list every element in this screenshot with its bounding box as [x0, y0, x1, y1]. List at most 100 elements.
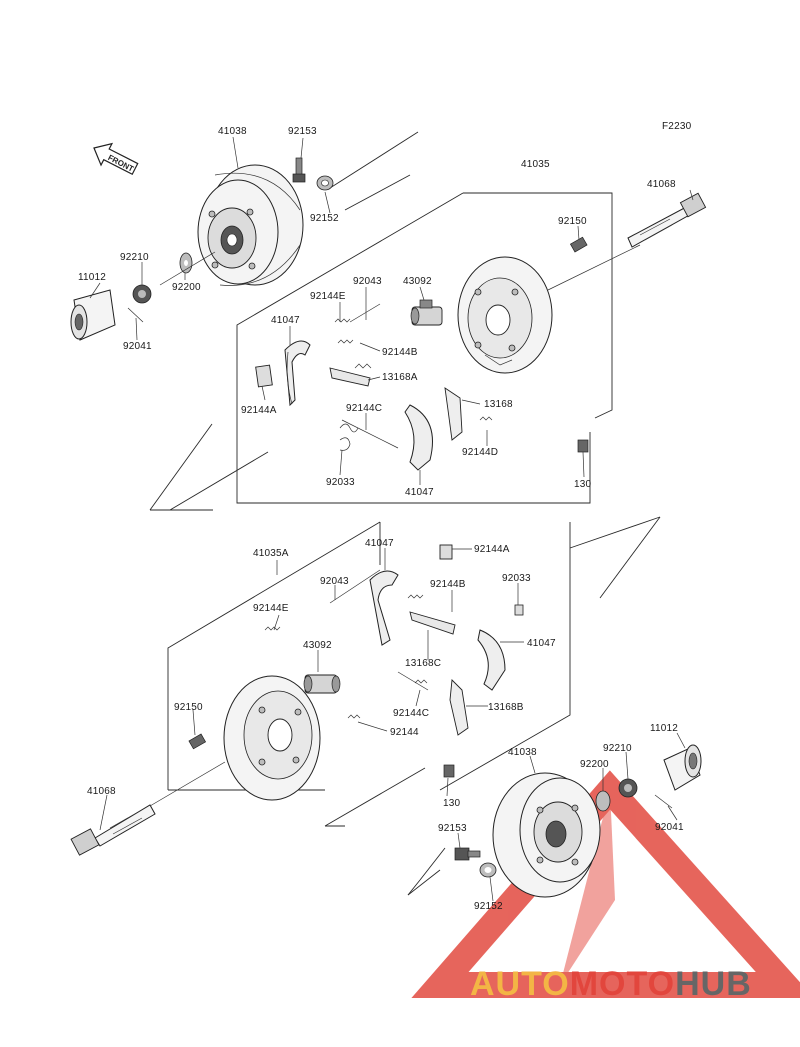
retainer-clip-bottom	[439, 544, 453, 560]
label-92144-bot: 92144	[390, 727, 419, 738]
label-92033-bot: 92033	[502, 573, 531, 584]
label-92144D: 92144D	[462, 447, 498, 458]
clip-92033-bottom	[514, 604, 524, 616]
label-41047-top-b: 41047	[405, 487, 434, 498]
label-92144B-bot: 92144B	[430, 579, 466, 590]
hub-cap-top	[70, 289, 116, 341]
springs-bottom	[264, 569, 429, 719]
watermark-logo	[411, 770, 800, 998]
label-92144B-top: 92144B	[382, 347, 418, 358]
label-92153-bot: 92153	[438, 823, 467, 834]
label-13168A: 13168A	[382, 372, 418, 383]
springs-top	[334, 303, 493, 449]
label-92144C-bot: 92144C	[393, 708, 429, 719]
label-92043-bot: 92043	[320, 576, 349, 587]
label-130-bot: 130	[443, 798, 461, 809]
washer-top	[179, 252, 193, 274]
nut-bottom	[479, 862, 497, 878]
adjuster-lever-bottom	[409, 611, 456, 635]
wheel-bolt-top	[292, 157, 306, 183]
label-130-top: 130	[574, 479, 592, 490]
brake-shoe-bottom-a	[369, 570, 399, 646]
label-41035A: 41035A	[253, 548, 289, 559]
label-92150-top: 92150	[558, 216, 587, 227]
label-92200-bot: 92200	[580, 759, 609, 770]
label-41038-bot: 41038	[508, 747, 537, 758]
label-92200-top: 92200	[172, 282, 201, 293]
bolt-130-top	[577, 439, 589, 453]
washer-bottom	[595, 790, 611, 812]
axle-centerline-top-right	[547, 244, 641, 291]
label-92144E-top: 92144E	[310, 291, 346, 302]
watermark-moto: MOTO	[570, 965, 675, 1003]
label-13168C: 13168C	[405, 658, 441, 669]
label-92210-top: 92210	[120, 252, 149, 263]
axle-shaft-bottom	[70, 804, 156, 856]
figure-code: F2230	[662, 121, 692, 132]
brake-shoe-top-b	[404, 404, 433, 471]
label-92144A-top: 92144A	[241, 405, 277, 416]
label-41038-top: 41038	[218, 126, 247, 137]
label-92210-bot: 92210	[603, 743, 632, 754]
label-41035: 41035	[521, 159, 550, 170]
lever-13168-top	[444, 387, 463, 441]
bolt-130-bottom	[443, 764, 455, 778]
leader-lines-top	[89, 136, 694, 485]
label-92043-top: 92043	[353, 276, 382, 287]
label-92033-top: 92033	[326, 477, 355, 488]
label-41047-bot-b: 41047	[527, 638, 556, 649]
label-92152-bot: 92152	[474, 901, 503, 912]
label-41047-bot-a: 41047	[365, 538, 394, 549]
axle-shaft-top	[627, 192, 707, 248]
label-41068-top: 41068	[647, 179, 676, 190]
label-41068-bot: 41068	[87, 786, 116, 797]
brake-drum-bottom	[492, 772, 601, 898]
label-13168-top: 13168	[484, 399, 513, 410]
brake-shoe-top-a	[284, 340, 311, 407]
label-13168B: 13168B	[488, 702, 524, 713]
label-43092-top: 43092	[403, 276, 432, 287]
wheel-cylinder-bottom	[303, 674, 341, 694]
bottom-group-outline	[167, 516, 661, 896]
svg-text:AUTOMOTOHUB: AUTOMOTOHUB	[470, 965, 752, 1003]
axle-centerline-top-left	[159, 251, 216, 286]
brake-shoe-bottom-b	[477, 629, 506, 691]
label-92144E-bot: 92144E	[253, 603, 289, 614]
cotter-pin-bottom	[654, 794, 673, 809]
watermark-hub: HUB	[675, 965, 752, 1003]
label-41047-top-a: 41047	[271, 315, 300, 326]
clip-92033-top	[339, 437, 351, 451]
top-group-outline	[149, 131, 613, 511]
brake-drum-top	[197, 164, 304, 286]
label-92150-bot: 92150	[174, 702, 203, 713]
wheel-bolt-bottom	[454, 847, 481, 861]
label-11012-bot: 11012	[650, 723, 678, 734]
watermark-text: AUTOMOTOHUB	[470, 965, 752, 1003]
nut-top	[316, 175, 334, 191]
backing-plate-bottom	[223, 675, 321, 801]
cotter-pin-top	[127, 307, 144, 323]
hub-cap-bottom	[663, 744, 702, 791]
label-92041-top: 92041	[123, 341, 152, 352]
axle-centerline-bottom	[149, 761, 226, 807]
label-92041-bot: 92041	[655, 822, 684, 833]
lever-13168B	[449, 679, 469, 736]
mount-bolt-top	[569, 236, 588, 253]
label-92144A-bot: 92144A	[474, 544, 510, 555]
watermark-auto: AUTO	[470, 965, 570, 1003]
leader-lines-bottom	[99, 548, 686, 902]
retainer-clip-top	[255, 364, 273, 388]
mount-bolt-bottom	[188, 733, 207, 750]
front-arrow-icon: FRONT	[93, 142, 139, 176]
label-92152-top: 92152	[310, 213, 339, 224]
part-labels: 41038 92153 92152 41035 41068 92150 9221…	[78, 126, 684, 912]
castle-nut-top	[132, 284, 152, 304]
label-92144C-top: 92144C	[346, 403, 382, 414]
backing-plate-top	[457, 256, 553, 374]
adjuster-lever-top	[329, 367, 371, 387]
label-92153-top: 92153	[288, 126, 317, 137]
label-43092-bot: 43092	[303, 640, 332, 651]
wheel-cylinder-top	[410, 299, 443, 326]
castle-nut-bottom	[618, 778, 638, 798]
